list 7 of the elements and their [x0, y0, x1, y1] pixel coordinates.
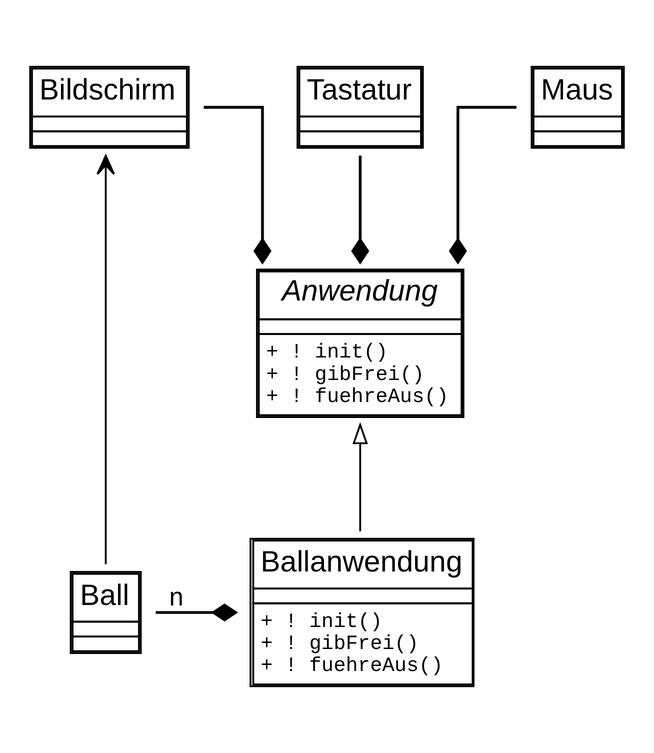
connector	[156, 603, 238, 622]
connector	[351, 156, 370, 265]
arrow	[352, 422, 368, 532]
connector	[448, 106, 516, 265]
arrow	[96, 154, 115, 564]
edge-label: n	[168, 584, 184, 614]
connector	[204, 106, 272, 265]
